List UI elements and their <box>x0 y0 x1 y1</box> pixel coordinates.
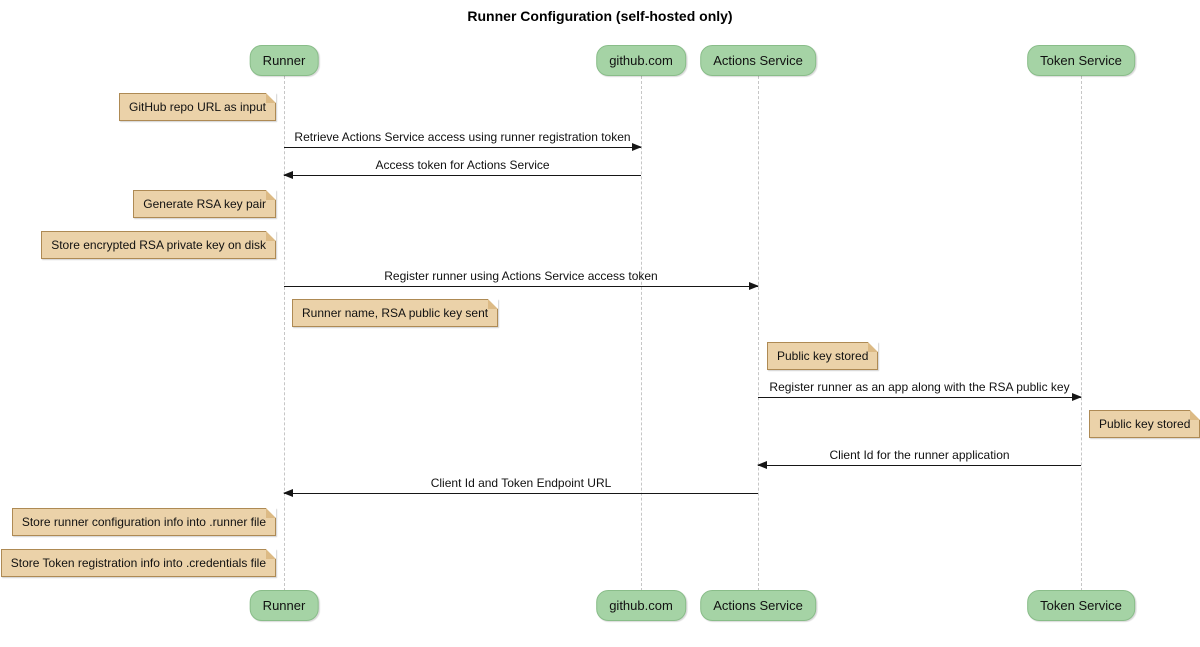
message-client-id-endpoint: Client Id and Token Endpoint URL <box>283 476 758 497</box>
lifeline-actions-service <box>758 76 759 591</box>
note-text: GitHub repo URL as input <box>129 100 266 114</box>
note-public-key-stored-token: Public key stored <box>1089 410 1200 438</box>
message-retrieve-actions-access: Retrieve Actions Service access using ru… <box>284 130 642 151</box>
participant-label: Token Service <box>1040 598 1122 613</box>
participant-runner-bottom: Runner <box>249 590 319 621</box>
participant-github-top: github.com <box>596 45 686 76</box>
message-label: Register runner as an app along with the… <box>769 380 1070 394</box>
participant-github-bottom: github.com <box>596 590 686 621</box>
message-label: Access token for Actions Service <box>375 158 550 172</box>
participant-label: Actions Service <box>713 53 803 68</box>
note-text: Public key stored <box>777 349 869 363</box>
arrow-right-icon <box>284 282 759 290</box>
participant-label: Runner <box>262 53 306 68</box>
note-generate-rsa: Generate RSA key pair <box>133 190 276 218</box>
participant-label: Runner <box>262 598 306 613</box>
note-fold-icon <box>266 190 276 200</box>
message-access-token: Access token for Actions Service <box>283 158 641 179</box>
note-text: Store Token registration info into .cred… <box>10 556 266 570</box>
note-fold-icon <box>868 342 879 352</box>
message-register-runner: Register runner using Actions Service ac… <box>284 269 759 290</box>
arrow-right-icon <box>758 393 1082 401</box>
note-text: Public key stored <box>1099 417 1191 431</box>
note-github-repo-url: GitHub repo URL as input <box>119 93 276 121</box>
arrowhead-icon <box>757 461 767 469</box>
note-store-credentials-file: Store Token registration info into .cred… <box>0 549 276 577</box>
participant-actions-service-top: Actions Service <box>700 45 816 76</box>
participant-actions-service-bottom: Actions Service <box>700 590 816 621</box>
participant-label: Actions Service <box>713 598 803 613</box>
message-label: Client Id for the runner application <box>829 448 1010 462</box>
note-text: Store encrypted RSA private key on disk <box>51 238 266 252</box>
note-text: Runner name, RSA public key sent <box>302 306 489 320</box>
arrowhead-icon <box>632 143 642 151</box>
participant-token-service-top: Token Service <box>1027 45 1135 76</box>
arrow-left-icon <box>283 171 641 179</box>
note-fold-icon <box>266 93 276 103</box>
note-fold-icon <box>266 508 276 518</box>
message-label: Register runner using Actions Service ac… <box>384 269 658 283</box>
participant-label: github.com <box>609 53 673 68</box>
note-public-key-stored-actions: Public key stored <box>767 342 879 370</box>
message-label: Retrieve Actions Service access using ru… <box>294 130 631 144</box>
arrow-left-icon <box>757 461 1081 469</box>
arrow-right-icon <box>284 143 642 151</box>
note-text: Generate RSA key pair <box>143 197 266 211</box>
arrowhead-icon <box>1072 393 1082 401</box>
arrowhead-icon <box>283 489 293 497</box>
diagram-title: Runner Configuration (self-hosted only) <box>467 8 733 24</box>
note-fold-icon <box>266 231 276 241</box>
lifeline-github <box>641 76 642 591</box>
message-label: Client Id and Token Endpoint URL <box>430 476 612 490</box>
arrowhead-icon <box>283 171 293 179</box>
arrowhead-icon <box>749 282 759 290</box>
note-store-runner-file: Store runner configuration info into .ru… <box>11 508 276 536</box>
participant-label: Token Service <box>1040 53 1122 68</box>
message-client-id-app: Client Id for the runner application <box>757 448 1081 469</box>
message-register-app: Register runner as an app along with the… <box>758 380 1082 401</box>
note-fold-icon <box>488 299 499 309</box>
note-store-private-key: Store encrypted RSA private key on disk <box>41 231 276 259</box>
arrow-left-icon <box>283 489 758 497</box>
note-fold-icon <box>1190 410 1200 420</box>
note-fold-icon <box>266 549 276 559</box>
participant-label: github.com <box>609 598 673 613</box>
participant-runner-top: Runner <box>249 45 319 76</box>
lifeline-runner <box>284 76 285 591</box>
lifeline-token-service <box>1081 76 1082 591</box>
participant-token-service-bottom: Token Service <box>1027 590 1135 621</box>
note-runner-name-sent: Runner name, RSA public key sent <box>292 299 499 327</box>
note-text: Store runner configuration info into .ru… <box>21 515 266 529</box>
